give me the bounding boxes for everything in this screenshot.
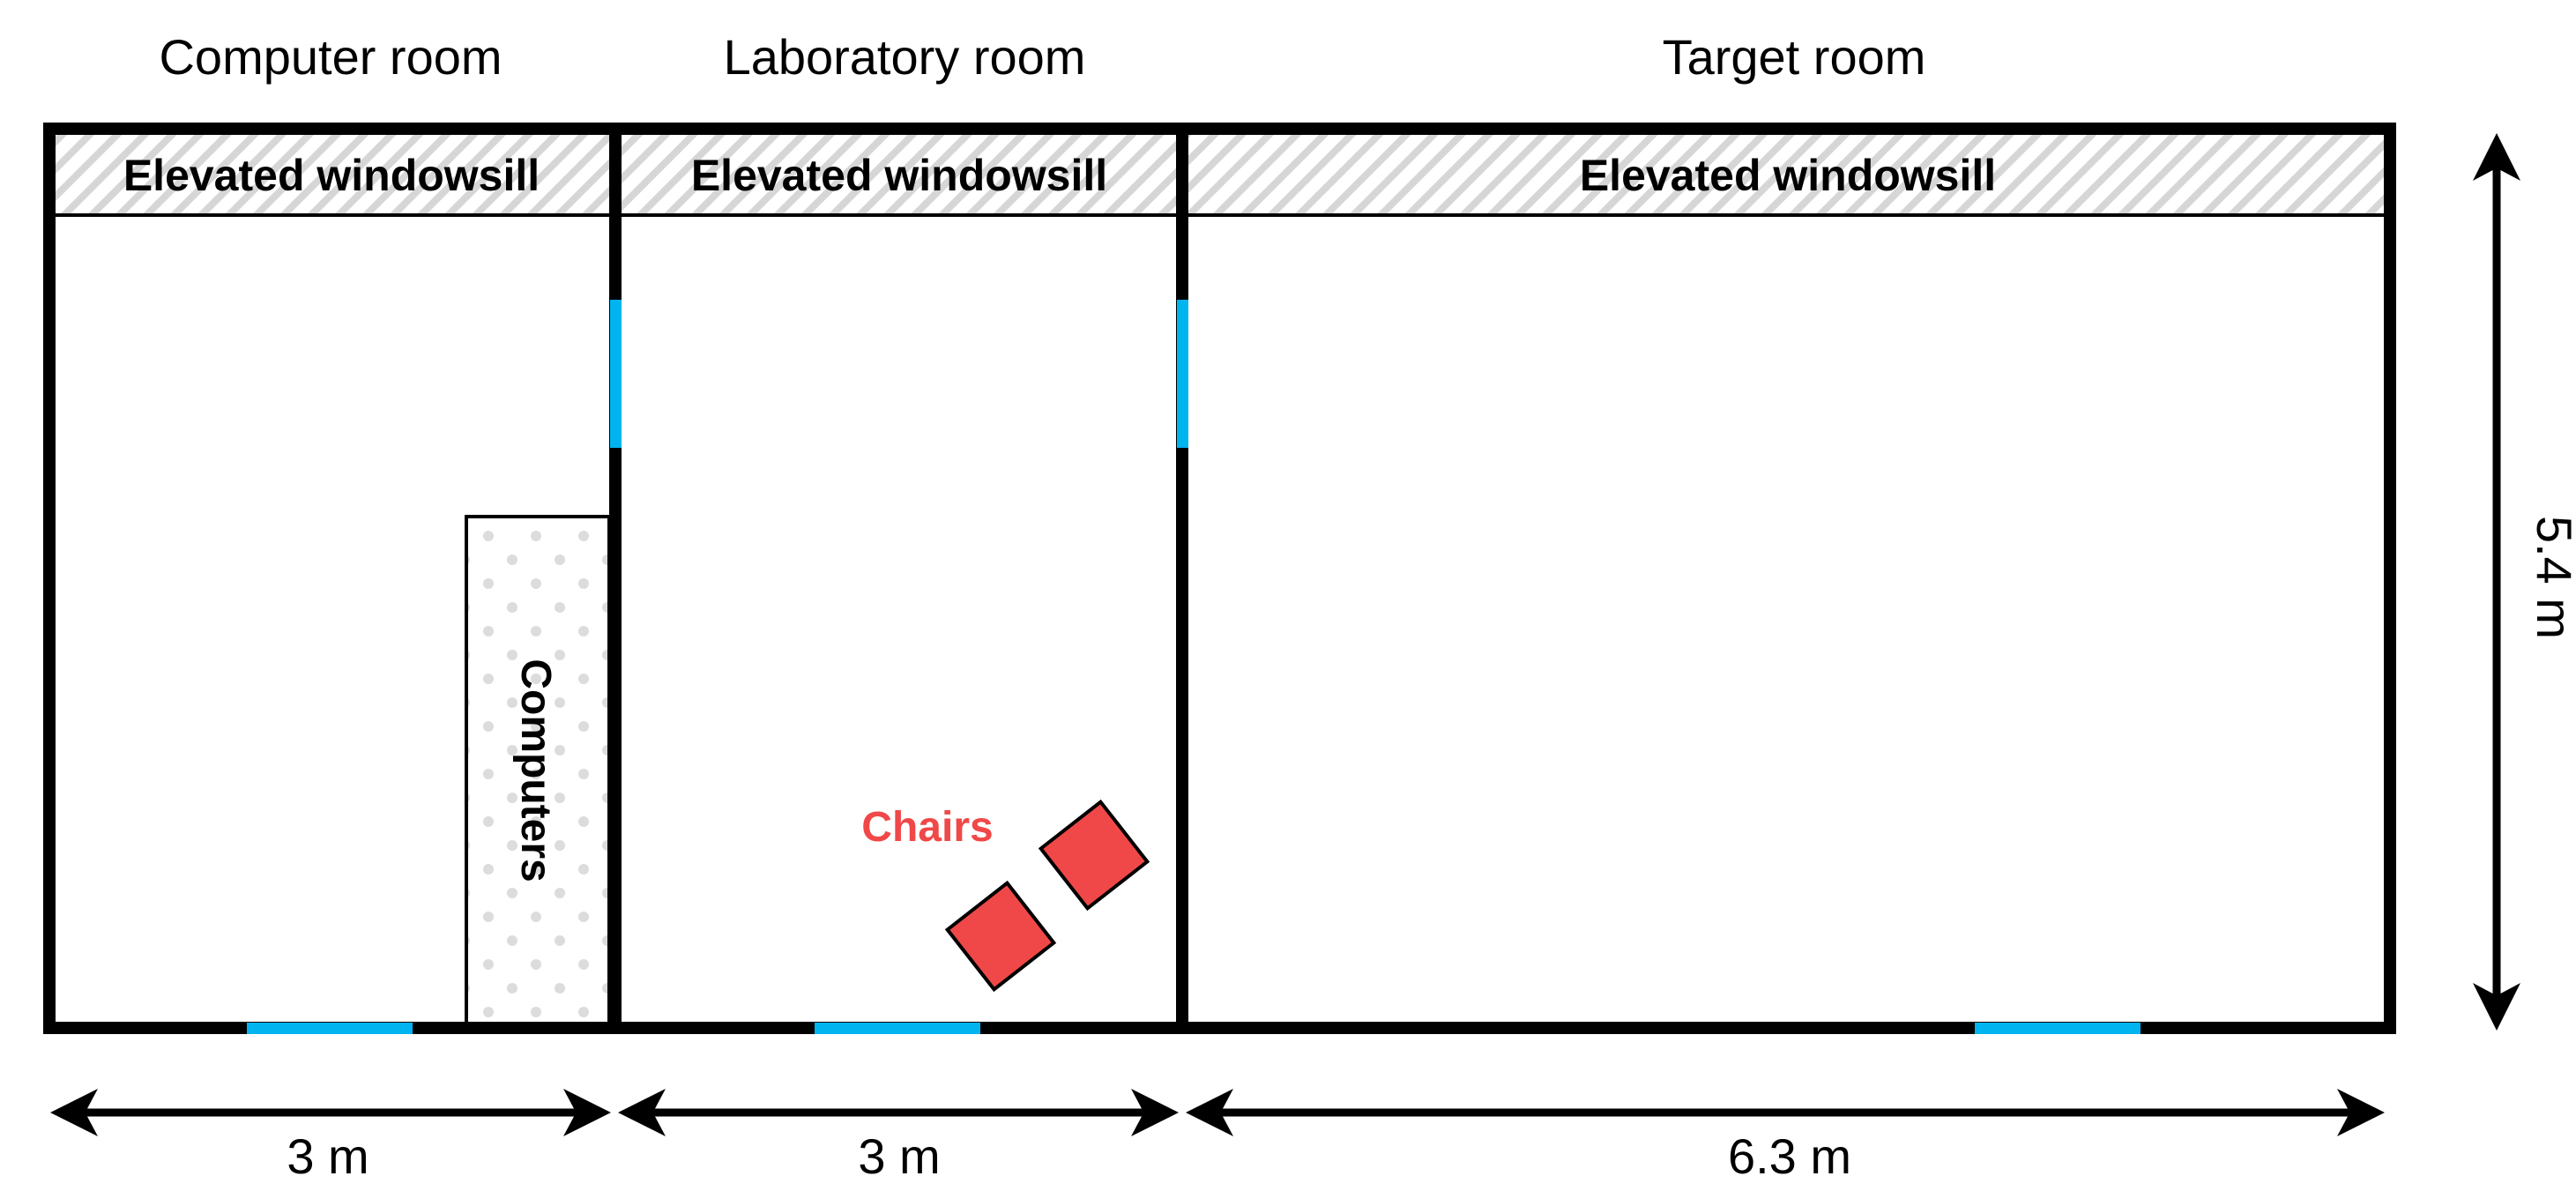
windowsill-strip-target bbox=[1187, 132, 2386, 213]
window-bottom-target bbox=[1975, 1023, 2140, 1034]
outer-walls bbox=[43, 123, 2396, 1034]
room-title-laboratory: Laboratory room bbox=[724, 29, 1086, 85]
room-title-target: Target room bbox=[1663, 29, 1926, 85]
chair-1 bbox=[944, 880, 1057, 993]
window-bottom-laboratory bbox=[815, 1023, 980, 1034]
door-partition-2 bbox=[1177, 300, 1188, 448]
windowsill-label-target: Elevated windowsill bbox=[1580, 151, 1996, 200]
height-label: 5.4 m bbox=[2527, 516, 2576, 639]
chair-2 bbox=[1038, 799, 1150, 912]
width-label-laboratory: 3 m bbox=[858, 1128, 940, 1184]
windowsill-strip-computer bbox=[53, 132, 610, 213]
door-partition-1 bbox=[610, 300, 622, 448]
windowsill-strip-laboratory bbox=[621, 132, 1177, 213]
window-bottom-computer bbox=[247, 1023, 413, 1034]
width-label-target: 6.3 m bbox=[1728, 1128, 1851, 1184]
width-label-computer: 3 m bbox=[287, 1128, 369, 1184]
chairs-label: Chairs bbox=[861, 804, 993, 851]
windowsill-label-laboratory: Elevated windowsill bbox=[691, 151, 1107, 200]
room-title-computer: Computer room bbox=[159, 29, 502, 85]
windowsill-label-computer: Elevated windowsill bbox=[123, 151, 540, 200]
computers-label: Computers bbox=[512, 659, 559, 882]
